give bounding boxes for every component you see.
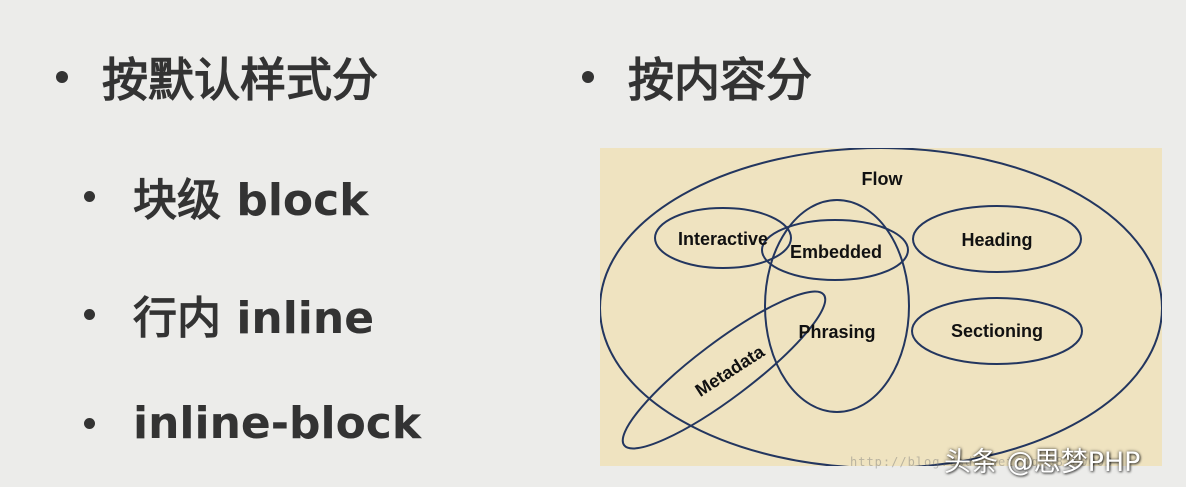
bullet-block: 块级 block xyxy=(84,164,368,228)
flow-label: Flow xyxy=(862,169,904,189)
embedded-label: Embedded xyxy=(790,242,882,262)
heading-ellipse xyxy=(912,205,1082,273)
bullet-dot xyxy=(56,71,68,83)
bullet-text: 块级 block xyxy=(133,175,369,226)
bullet-dot xyxy=(84,190,95,202)
interactive-label: Interactive xyxy=(678,229,768,249)
embedded-ellipse xyxy=(761,219,909,281)
phrasing-label: Phrasing xyxy=(798,322,875,342)
diagram-background xyxy=(600,148,1162,466)
bullet-inline-block: inline-block xyxy=(84,398,421,449)
bullet-text: 行内 inline xyxy=(133,293,375,344)
bullet-text: inline-block xyxy=(133,398,422,449)
bullet-dot xyxy=(84,308,95,320)
bullet-inline: 行内 inline xyxy=(84,282,374,346)
venn-diagram-svg: Flow Interactive Embedded Heading Phrasi… xyxy=(600,148,1162,466)
interactive-ellipse xyxy=(654,207,792,269)
bullet-by-default-style: 按默认样式分 xyxy=(56,44,378,110)
sectioning-ellipse xyxy=(911,297,1083,365)
sectioning-label: Sectioning xyxy=(951,321,1043,341)
source-watermark: http://blog.csdn.net/qq_38280003 xyxy=(850,455,1114,469)
bullet-dot xyxy=(84,418,95,429)
bullet-by-content: 按内容分 xyxy=(582,44,812,110)
phrasing-ellipse xyxy=(764,199,910,413)
metadata-ellipse xyxy=(621,290,827,450)
heading-label: Heading xyxy=(961,230,1032,250)
bullet-text: 按默认样式分 xyxy=(102,53,378,107)
bullet-dot xyxy=(582,71,594,83)
content-category-diagram: Flow Interactive Embedded Heading Phrasi… xyxy=(600,148,1162,466)
bullet-text: 按内容分 xyxy=(628,53,812,107)
brand-watermark: 头条 @思梦PHP xyxy=(944,447,1141,478)
